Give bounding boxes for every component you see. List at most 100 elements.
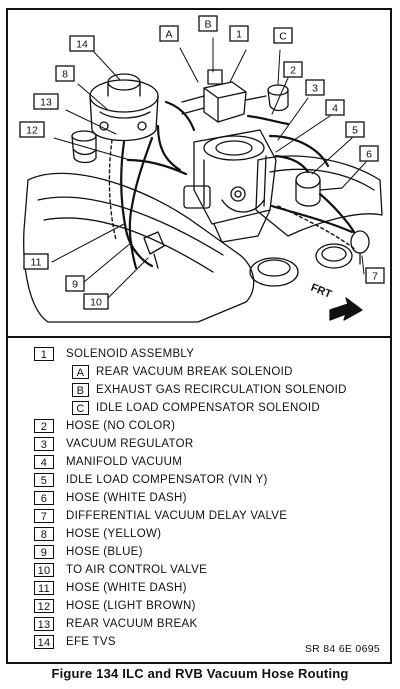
callout-2: 2 [283,61,303,78]
callout-10-label: 10 [90,297,102,309]
legend-item-7: 7 DIFFERENTIAL VACUUM DELAY VALVE [34,508,287,524]
callout-12-label: 12 [26,125,38,137]
legend-text: SOLENOID ASSEMBLY [66,348,195,360]
legend-text: HOSE (LIGHT BROWN) [66,600,196,612]
callout-4: 4 [325,99,345,116]
legend-text: HOSE (YELLOW) [66,528,162,540]
legend-text: TO AIR CONTROL VALVE [66,564,208,576]
callout-3: 3 [305,79,325,96]
callout-14-label: 14 [76,39,88,51]
legend-item-10: 10 TO AIR CONTROL VALVE [34,562,207,578]
legend-item-A: A REAR VACUUM BREAK SOLENOID [72,364,293,380]
oil-filler-cap [71,130,97,164]
right-filler-cap [315,243,353,269]
callout-11: 11 [23,253,49,270]
legend-item-C: C IDLE LOAD COMPENSATOR SOLENOID [72,400,320,416]
vacuum-regulator [267,84,289,112]
figure-caption: Figure 134 ILC and RVB Vacuum Hose Routi… [51,666,349,681]
callout-6-label: 6 [366,149,372,161]
callout-11-label: 11 [31,257,42,269]
callout-14: 14 [69,35,95,52]
legend-item-8: 8 HOSE (YELLOW) [34,526,161,542]
distributor [89,73,159,142]
delay-valve [350,230,370,265]
legend-num: 11 [34,581,54,595]
divider-line [8,336,390,338]
callout-13-label: 13 [40,97,52,109]
legend-text: IDLE LOAD COMPENSATOR SOLENOID [96,402,320,414]
callout-A-label: A [165,29,172,41]
callout-8: 8 [55,65,75,82]
idle-load-compensator [295,171,343,207]
legend-num: 8 [34,527,54,541]
egr-valve [249,257,299,287]
legend-text: HOSE (NO COLOR) [66,420,176,432]
legend-item-14: 14 EFE TVS [34,634,116,650]
legend-text: DIFFERENTIAL VACUUM DELAY VALVE [66,510,288,522]
frt-label: FRT [309,282,334,301]
callout-7-label: 7 [372,271,378,283]
carburetor [183,129,277,243]
legend-num: 6 [34,491,54,505]
callout-B-label: B [204,19,211,31]
legend-text: REAR VACUUM BREAK SOLENOID [96,366,293,378]
legend-num: 3 [34,437,54,451]
legend-text: EFE TVS [66,636,116,648]
callout-6: 6 [359,145,379,162]
legend-item-B: B EXHAUST GAS RECIRCULATION SOLENOID [72,382,347,398]
legend: 1 SOLENOID ASSEMBLY A REAR VACUUM BREAK … [8,339,390,659]
legend-item-11: 11 HOSE (WHITE DASH) [34,580,187,596]
legend-item-6: 6 HOSE (WHITE DASH) [34,490,187,506]
legend-num: A [72,365,89,379]
callout-3-label: 3 [312,83,318,95]
callout-5-label: 5 [352,125,358,137]
callout-4-label: 4 [332,103,338,115]
legend-item-12: 12 HOSE (LIGHT BROWN) [34,598,196,614]
callout-13: 13 [33,93,59,110]
callout-8-label: 8 [62,69,68,81]
legend-item-13: 13 REAR VACUUM BREAK [34,616,197,632]
legend-text: IDLE LOAD COMPENSATOR (VIN Y) [66,474,268,486]
callout-5: 5 [345,121,365,138]
legend-num: 4 [34,455,54,469]
legend-num: 14 [34,635,54,649]
legend-num: B [72,383,89,397]
legend-item-3: 3 VACUUM REGULATOR [34,436,193,452]
legend-text: MANIFOLD VACUUM [66,456,183,468]
callout-C: C [273,27,293,44]
right-valve-cover [255,155,383,237]
legend-num: 13 [34,617,54,631]
legend-text: HOSE (WHITE DASH) [66,492,187,504]
callout-9-label: 9 [72,279,78,291]
legend-item-4: 4 MANIFOLD VACUUM [34,454,182,470]
reference-code: SR 84 6E 0695 [304,643,380,655]
legend-num: 1 [34,347,54,361]
figure-frame: A B 1 C 14 8 13 12 2 3 4 5 6 7 11 9 10 F… [6,8,392,664]
callout-C-label: C [279,31,287,43]
callout-7: 7 [365,267,385,284]
legend-text: HOSE (BLUE) [66,546,143,558]
air-control-bracket [143,231,165,269]
legend-item-5: 5 IDLE LOAD COMPENSATOR (VIN Y) [34,472,268,488]
legend-item-2: 2 HOSE (NO COLOR) [34,418,175,434]
legend-text: REAR VACUUM BREAK [66,618,198,630]
legend-num: 9 [34,545,54,559]
callout-A: A [159,25,179,42]
callout-2-label: 2 [290,65,296,77]
legend-num: 10 [34,563,54,577]
legend-item-1: 1 SOLENOID ASSEMBLY [34,346,194,362]
solenoid-assembly [181,69,267,123]
callout-1-label: 1 [236,29,242,41]
legend-text: EXHAUST GAS RECIRCULATION SOLENOID [96,384,347,396]
callout-B: B [198,15,218,32]
legend-num: 2 [34,419,54,433]
callout-1: 1 [229,25,249,42]
engine-illustration: A B 1 C 14 8 13 12 2 3 4 5 6 7 11 9 10 F… [19,15,385,323]
callout-10: 10 [83,293,109,310]
callout-12: 12 [19,121,45,138]
legend-num: 5 [34,473,54,487]
legend-item-9: 9 HOSE (BLUE) [34,544,143,560]
legend-num: 7 [34,509,54,523]
callout-9: 9 [65,275,85,292]
legend-text: VACUUM REGULATOR [66,438,194,450]
